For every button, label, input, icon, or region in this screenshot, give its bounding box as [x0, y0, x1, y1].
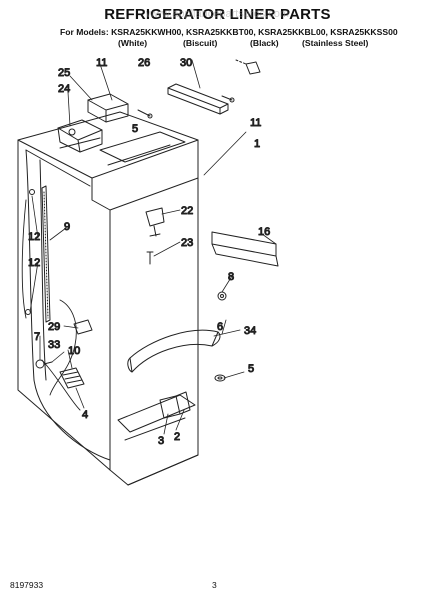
callout-5-right: 5 — [248, 363, 254, 375]
callout-12-lower: 12 — [28, 257, 40, 269]
callout-33: 33 — [48, 339, 60, 351]
callout-16: 16 — [258, 226, 270, 238]
models-line: For Models: KSRA25KKWH00, KSRA25KKBT00, … — [60, 27, 398, 37]
part-10-light-housing — [59, 367, 85, 389]
variant-stainless: (Stainless Steel) — [302, 38, 369, 48]
callout-1: 1 — [254, 138, 260, 150]
variant-black: (Black) — [250, 38, 279, 48]
callout-9: 9 — [64, 221, 70, 233]
callout-8: 8 — [228, 271, 234, 283]
part-11-screw-b — [221, 95, 235, 103]
part-5-grommet — [214, 374, 226, 382]
callout-29: 29 — [48, 321, 60, 333]
callout-24: 24 — [58, 83, 70, 95]
callout-25: 25 — [58, 67, 70, 79]
part-29-holder — [73, 319, 93, 335]
variant-biscuit: (Biscuit) — [183, 38, 218, 48]
part-30-cap — [235, 59, 261, 75]
callouts: 30 26 11 25 24 5 11 1 22 16 9 12 23 12 8… — [28, 57, 271, 448]
leader-lines — [29, 59, 277, 435]
part-16-support — [211, 231, 279, 267]
callout-30: 30 — [180, 57, 192, 69]
part-7-socket — [35, 359, 53, 369]
part-12-screws — [25, 189, 35, 315]
model-variants: (White) (Biscuit) (Black) (Stainless Ste… — [0, 38, 435, 50]
callout-22: 22 — [181, 205, 193, 217]
variant-white: (White) — [118, 38, 148, 48]
callout-6: 6 — [217, 321, 223, 333]
part-11-screw-a — [137, 109, 153, 119]
callout-10: 10 — [68, 345, 80, 357]
part-23-screw — [146, 251, 154, 265]
doc-number: 8197933 — [10, 580, 44, 590]
callout-2: 2 — [174, 431, 180, 443]
callout-3: 3 — [158, 435, 164, 447]
part-26-trim — [167, 83, 229, 115]
part-8-nut — [217, 291, 227, 301]
part-25-housing — [87, 93, 129, 123]
callout-7: 7 — [34, 331, 40, 343]
page-number: 3 — [212, 580, 217, 590]
callout-12-upper: 12 — [28, 231, 40, 243]
callout-11-right: 11 — [250, 117, 261, 129]
callout-23: 23 — [181, 237, 193, 249]
part-22-bracket — [145, 207, 165, 237]
liner-body — [17, 111, 199, 486]
callout-5-top: 5 — [132, 123, 138, 135]
page-title: REFRIGERATOR LINER PARTS — [104, 6, 331, 23]
callout-4: 4 — [82, 409, 88, 421]
watermark: www.appliancepartspros.com — [145, 8, 290, 20]
part-24-damper — [57, 119, 103, 153]
part-34-cover — [127, 329, 221, 373]
part-3-2-plate — [159, 391, 191, 419]
callout-11-top: 11 — [96, 57, 107, 69]
callout-26: 26 — [138, 57, 150, 69]
callout-34: 34 — [244, 325, 256, 337]
